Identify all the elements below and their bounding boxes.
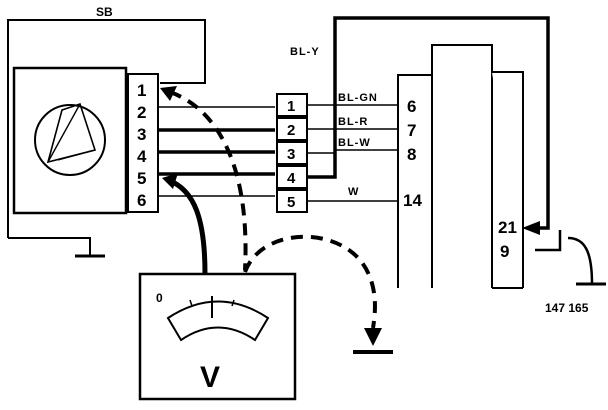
ecu-pin-8: 8 — [407, 145, 416, 164]
meter-lead-dashed-ground — [243, 234, 377, 329]
meter-unit: V — [200, 361, 220, 394]
ground-arrow — [364, 328, 382, 346]
voltmeter — [138, 272, 297, 401]
connector-pin-4: 4 — [287, 170, 296, 187]
wire-bl-gn-label: BL-GN — [338, 92, 378, 104]
lead-arrow-pin5 — [162, 173, 178, 189]
ecu-pin-7: 7 — [407, 121, 416, 140]
ecu-ground — [535, 230, 606, 286]
connector-pin-5: 5 — [287, 194, 295, 211]
ecu-pin-14: 14 — [403, 191, 422, 210]
probe-arrow-21 — [522, 221, 540, 235]
sensor-pin-1: 1 — [137, 81, 146, 100]
sensor-pin-6: 6 — [137, 191, 146, 210]
wire-bl-r-label: BL-R — [338, 116, 368, 128]
meter-lead-positive — [167, 177, 208, 275]
sensor-pin-4: 4 — [137, 147, 147, 166]
wire-w-label: W — [348, 186, 359, 198]
ecu-pin-9: 9 — [500, 242, 509, 261]
sb-wire — [7, 19, 206, 258]
sensor-pin-3: 3 — [137, 125, 146, 144]
sensor-pin-5: 5 — [137, 169, 146, 188]
lead-arrow-pin1 — [160, 86, 177, 101]
intermediate-connector — [276, 93, 308, 213]
connector-pin-1: 1 — [287, 98, 295, 115]
ecu-wires — [307, 16, 550, 230]
control-unit — [397, 44, 524, 289]
connector-pin-2: 2 — [287, 122, 295, 139]
connector-pin-3: 3 — [287, 146, 295, 163]
sb-label: SB — [96, 5, 113, 19]
ecu-pin-6: 6 — [407, 97, 416, 116]
meter-lead-dashed-1 — [169, 90, 248, 271]
sensor-pin-2: 2 — [137, 103, 146, 122]
wire-bl-y-label: BL-Y — [290, 46, 320, 58]
reference-number: 147 165 — [545, 301, 589, 315]
wire-bl-w-label: BL-W — [338, 137, 371, 149]
sensor-pin-strip — [127, 73, 159, 213]
sensor-unit — [12, 66, 128, 215]
ecu-pin-21: 21 — [498, 218, 517, 237]
meter-zero-mark: 0 — [156, 291, 163, 305]
